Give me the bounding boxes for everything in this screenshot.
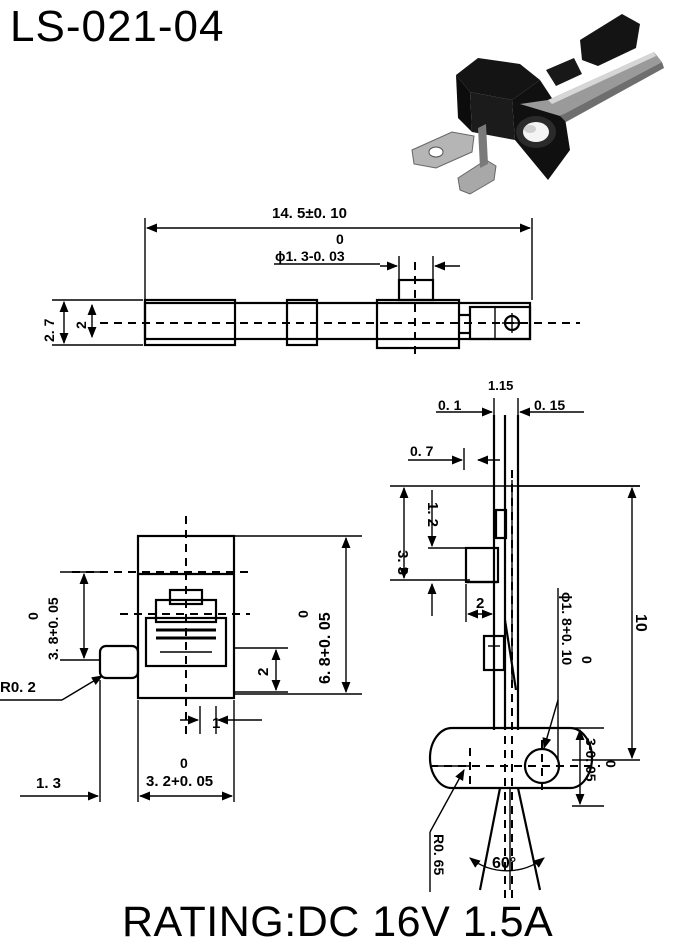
dim-32-label: 3. 2+0. 05 xyxy=(146,773,213,790)
dim-01-label: 0. 1 xyxy=(438,397,462,413)
dim-68-label: 6. 8+0. 05 xyxy=(317,612,334,684)
dim-18-label: ϕ1. 8+0. 10 xyxy=(559,592,575,665)
radius-065-label: R0. 65 xyxy=(431,834,447,875)
side-view: 60° 3. 3 1. 2 2 10 3-0. 05 0 ϕ1. 8+0. 10… xyxy=(390,378,649,900)
dim-13-label: 1. 3 xyxy=(36,775,61,792)
dim-1-label: 1 xyxy=(212,715,220,732)
tol-zero-e-label: 0 xyxy=(603,760,619,768)
dim-38-label: 3. 8+0. 05 xyxy=(45,597,61,660)
dim-12-label: 1. 2 xyxy=(424,502,441,527)
front-view: 6. 8+0. 05 0 2 3. 8+0. 05 0 R0. 2 1. 3 0… xyxy=(0,516,362,802)
tol-zero-c-label: 0 xyxy=(295,610,311,618)
dim-3-label: 3-0. 05 xyxy=(583,738,599,782)
overall-length-label: 14. 5±0. 10 xyxy=(272,205,347,222)
dim-2-front-label: 2 xyxy=(255,668,272,676)
rating-label: RATING:DC 16V 1.5A xyxy=(122,898,554,946)
tol-zero-b-label: 0 xyxy=(180,755,188,771)
tol-zero-a-label: 0 xyxy=(25,612,41,620)
dim-10-label: 10 xyxy=(632,614,649,632)
dim-33-label: 3. 3 xyxy=(394,550,411,575)
dim-015-label: 0. 15 xyxy=(534,397,565,413)
dim-07-label: 0. 7 xyxy=(410,443,434,459)
switch-product-photo xyxy=(411,14,664,195)
height-2-label: 2 xyxy=(73,321,89,329)
top-view: 14. 5±0. 10 0 ϕ1. 3-0. 03 2. 7 2 xyxy=(41,205,580,358)
height-27-label: 2. 7 xyxy=(41,318,57,342)
dim-2-side-label: 2 xyxy=(476,595,484,612)
hole-tol-zero-label: 0 xyxy=(336,231,344,247)
dim-115-label: 1.15 xyxy=(488,378,513,393)
part-number-title: LS-021-04 xyxy=(10,2,225,51)
radius-02-label: R0. 2 xyxy=(0,679,36,696)
hole-diameter-label: ϕ1. 3-0. 03 xyxy=(275,248,345,264)
tol-zero-d-label: 0 xyxy=(579,656,595,664)
